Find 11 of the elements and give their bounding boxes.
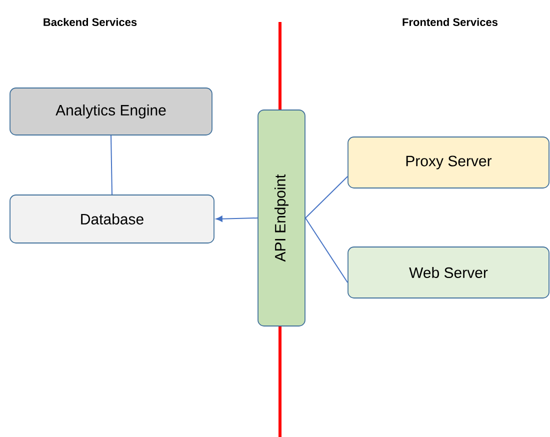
- section-heading: Frontend Services: [402, 18, 498, 26]
- connector: [304, 176, 348, 218]
- process-box: Analytics Engine: [10, 88, 212, 136]
- endpoint-box: API Endpoint: [258, 110, 306, 326]
- server-box: Web Server: [348, 246, 550, 298]
- connector: [110, 134, 112, 196]
- connector: [216, 216, 258, 222]
- connector: [304, 218, 348, 283]
- section-heading: Backend Services: [44, 18, 137, 26]
- server-box: Proxy Server: [348, 136, 550, 188]
- database-box: Database: [10, 194, 214, 244]
